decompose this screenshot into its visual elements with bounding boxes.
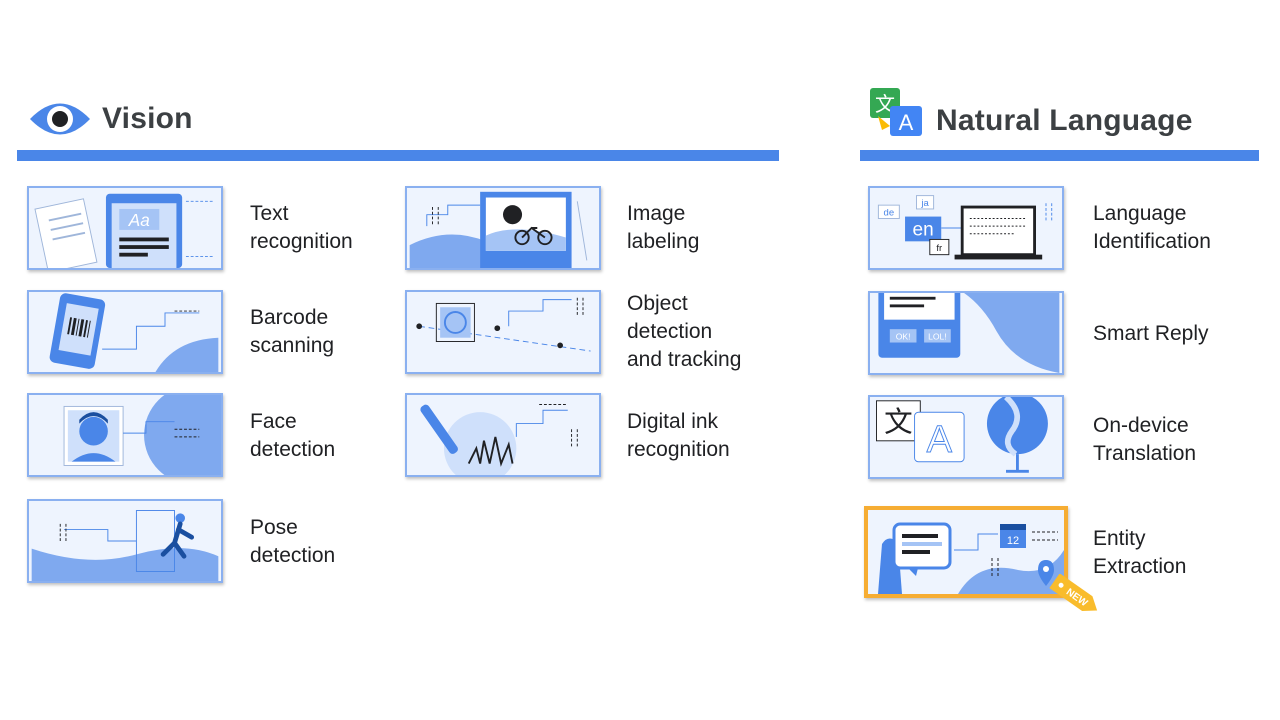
barcode-scanning-card[interactable] <box>27 290 223 374</box>
translation-card[interactable]: 文 A <box>868 395 1064 479</box>
pose-detection-illustration <box>31 510 219 581</box>
text-recognition-illustration: Aa <box>34 193 213 268</box>
barcode-scanning-illustration <box>49 293 219 372</box>
face-detection-illustration <box>63 395 221 475</box>
svg-text:12: 12 <box>1007 535 1019 547</box>
digital-ink-card[interactable] <box>405 393 601 477</box>
digital-ink-illustration <box>420 404 578 475</box>
pose-detection-label: Pose detection <box>250 516 336 567</box>
natural-language-divider <box>860 150 1259 161</box>
text-recognition-label: Text recognition <box>250 202 353 253</box>
object-detection-label: Object detection and tracking <box>627 292 742 371</box>
barcode-scanning-label: Barcode scanning <box>250 306 335 357</box>
object-detection-illustration <box>416 297 591 352</box>
vision-divider <box>17 150 779 161</box>
vision-title: Vision <box>102 102 193 135</box>
smart-reply-card[interactable]: OK! LOL! <box>868 291 1064 375</box>
translation-label: On-device Translation <box>1093 414 1197 465</box>
object-detection-card[interactable] <box>405 290 601 374</box>
svg-text:de: de <box>884 208 895 219</box>
translate-icon: 文 A <box>870 88 922 136</box>
smart-reply-illustration: OK! LOL! <box>878 293 1060 373</box>
svg-text:en: en <box>913 220 934 241</box>
image-labeling-illustration <box>409 191 588 268</box>
digital-ink-label: Digital ink recognition <box>627 410 730 461</box>
pose-detection-card[interactable] <box>27 499 223 583</box>
face-detection-label: Face detection <box>250 410 336 461</box>
smart-reply-label: Smart Reply <box>1093 322 1209 345</box>
entity-extraction-label: Entity Extraction <box>1093 527 1187 578</box>
svg-text:LOL!: LOL! <box>928 332 947 342</box>
entity-extraction-card[interactable]: 12 <box>864 506 1068 598</box>
translation-illustration: 文 A <box>875 397 1048 473</box>
svg-text:A: A <box>927 419 953 461</box>
svg-text:fr: fr <box>936 243 943 254</box>
image-labeling-card[interactable] <box>405 186 601 270</box>
language-identification-card[interactable]: de ja en fr <box>868 186 1064 270</box>
svg-text:A: A <box>899 110 914 135</box>
eye-icon <box>30 103 90 135</box>
language-id-illustration: de ja en fr <box>877 195 1053 260</box>
svg-text:文: 文 <box>884 404 913 438</box>
svg-text:OK!: OK! <box>896 332 911 342</box>
text-recognition-card[interactable]: Aa <box>27 186 223 270</box>
svg-text:Aa: Aa <box>128 210 150 230</box>
image-labeling-label: Image labeling <box>627 202 700 253</box>
face-detection-card[interactable] <box>27 393 223 477</box>
language-identification-label: Language Identification <box>1093 202 1211 253</box>
natural-language-title: Natural Language <box>936 104 1193 137</box>
new-badge: NEW <box>1049 574 1098 611</box>
svg-text:ja: ja <box>920 198 929 209</box>
entity-extraction-illustration: 12 <box>878 522 1064 594</box>
